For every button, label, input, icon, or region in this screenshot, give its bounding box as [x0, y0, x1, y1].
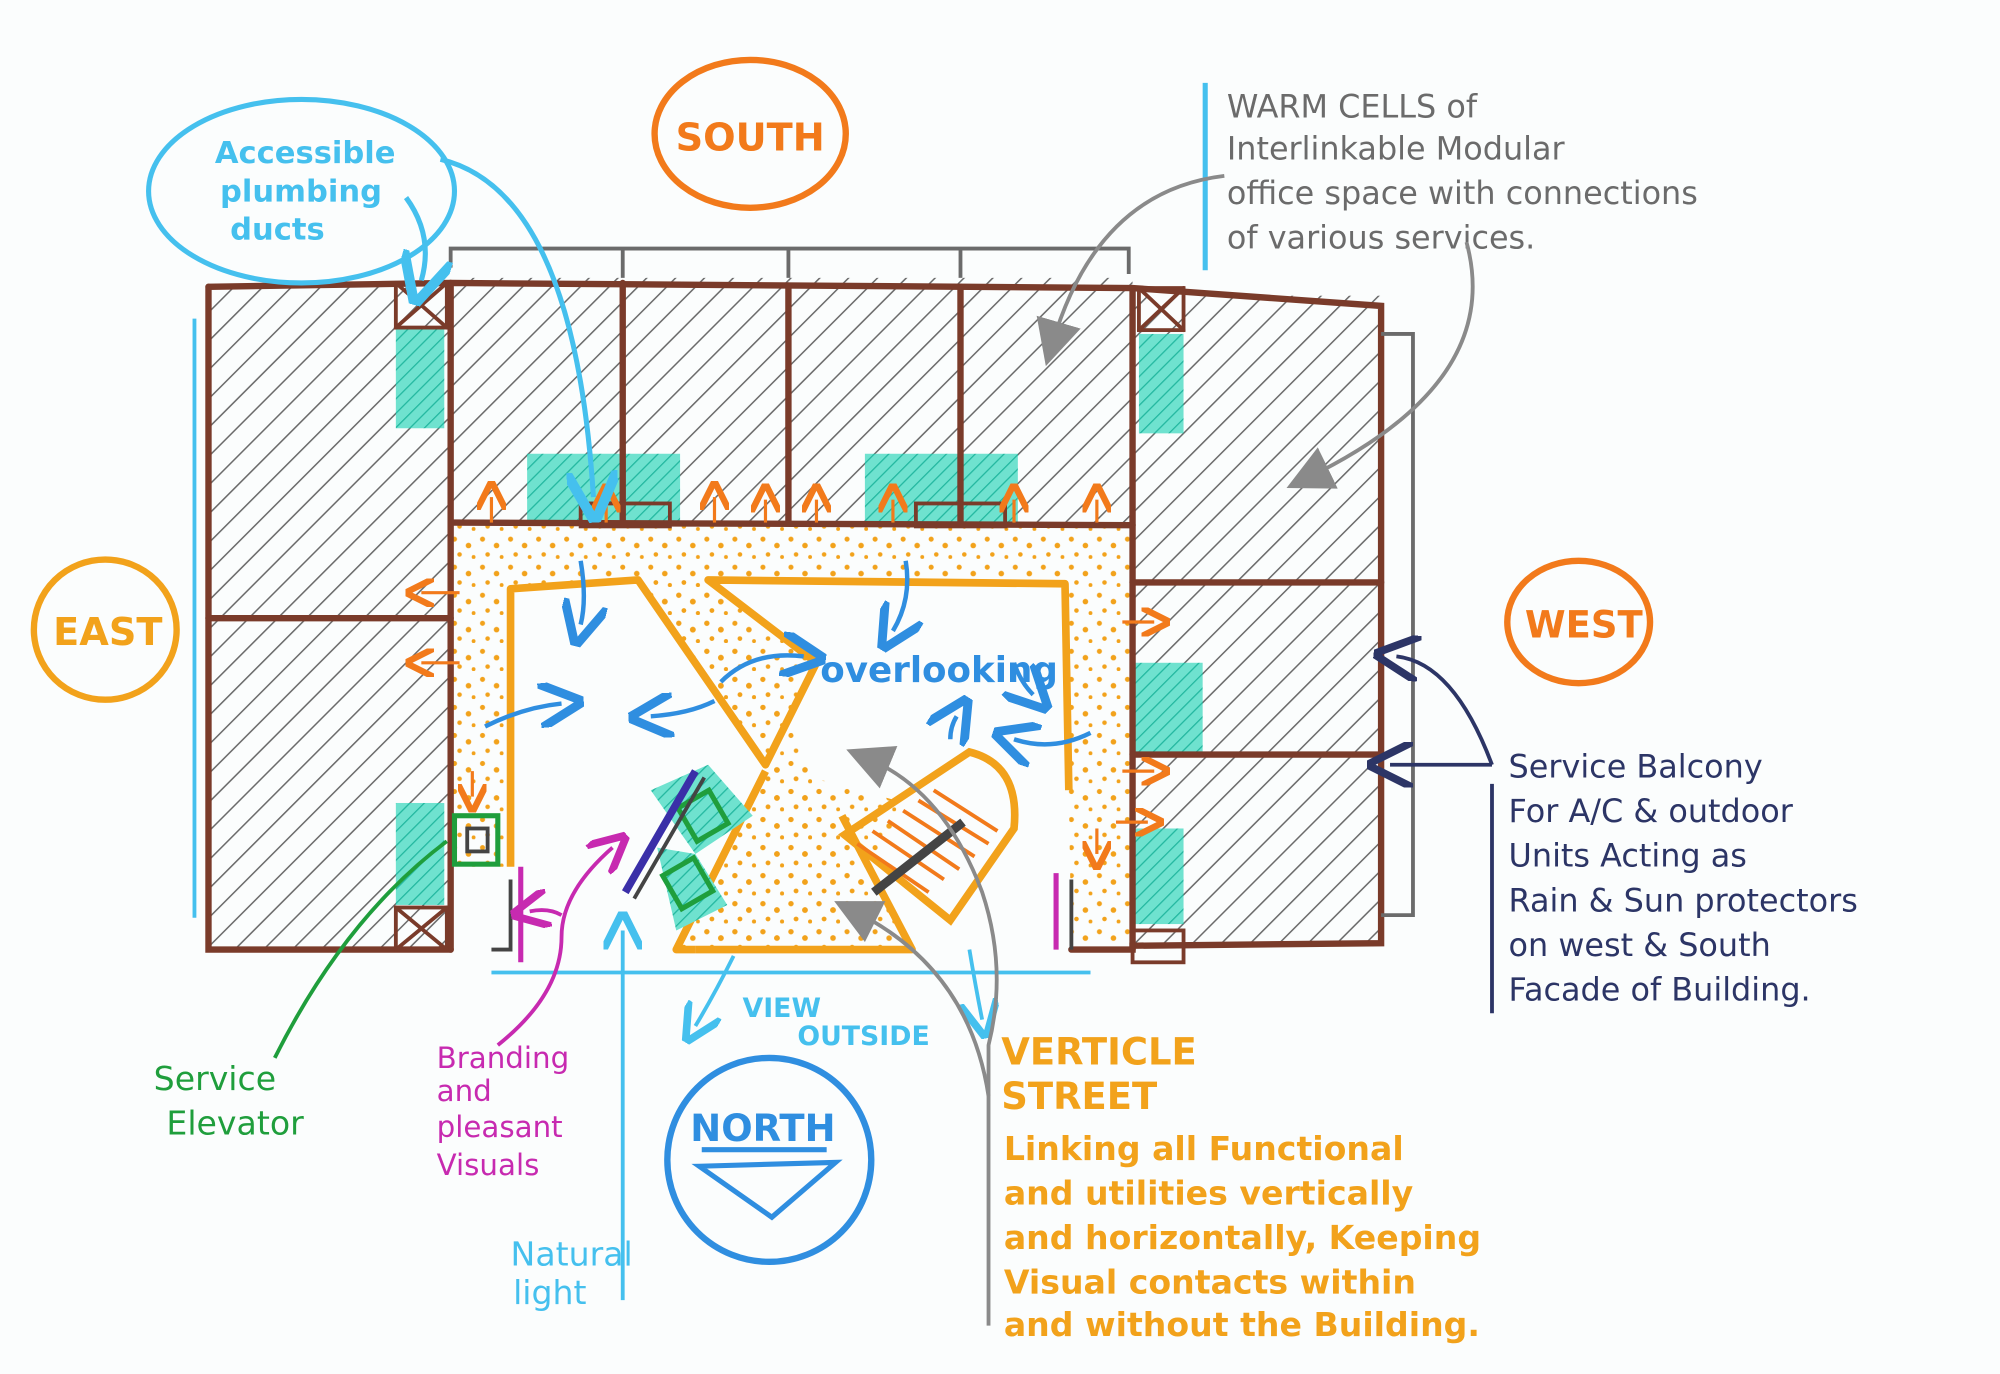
warm-cells-line-1: WARM CELLS of — [1227, 87, 1478, 125]
warm-cells-note: WARM CELLS of Interlinkable Modular offi… — [1036, 82, 1698, 489]
verticle-desc-line-3: and horizontally, Keeping — [1004, 1218, 1481, 1257]
service-elevator-line-1: Service — [154, 1059, 276, 1098]
service-balcony-note: Service Balcony For A/C & outdoor Units … — [1390, 656, 1858, 1014]
view-outside-note: VIEW OUTSIDE — [743, 993, 930, 1052]
compass-south: SOUTH — [651, 56, 849, 211]
service-balcony-line-6: Facade of Building. — [1509, 971, 1811, 1009]
lift-cores — [451, 764, 753, 931]
west-label: WEST — [1525, 603, 1644, 646]
plumbing-line-3: ducts — [230, 213, 325, 248]
service-balcony-line-4: Rain & Sun protectors — [1509, 881, 1858, 919]
service-balcony-line-3: Units Acting as — [1509, 837, 1747, 875]
branding-line-3: pleasant — [437, 1110, 563, 1144]
verticle-desc-line-4: Visual contacts within — [1004, 1263, 1416, 1302]
branding-line-4: Visuals — [437, 1148, 540, 1182]
service-elevator-line-2: Elevator — [166, 1103, 304, 1142]
verticle-street-line-2: STREET — [1001, 1075, 1158, 1118]
service-balcony-line-1: Service Balcony — [1509, 747, 1763, 785]
verticle-street-note: VERTICLE STREET Linking all Functional a… — [834, 746, 1481, 1344]
warm-cells-line-2: Interlinkable Modular — [1227, 129, 1566, 167]
plumbing-line-2: plumbing — [220, 174, 382, 209]
view-lines — [192, 318, 1091, 1301]
compass-west: WEST — [1504, 557, 1654, 687]
verticle-desc-line-5: and without the Building. — [1004, 1305, 1480, 1344]
overlooking-label: overlooking — [820, 650, 1058, 691]
branding-note: Branding and pleasant Visuals — [437, 848, 613, 1182]
view-outside-line-1: VIEW — [743, 993, 821, 1024]
overlooking-arrows — [484, 560, 1092, 745]
plumbing-note: Accessible plumbing ducts — [146, 96, 594, 497]
plumbing-line-1: Accessible — [215, 136, 396, 171]
branding-line-2: and — [437, 1074, 492, 1108]
verticle-desc-line-1: Linking all Functional — [1004, 1129, 1404, 1168]
natural-light-line-1: Natural — [511, 1235, 633, 1274]
service-balcony-line-5: on west & South — [1509, 926, 1771, 964]
verticle-desc-line-2: and utilities vertically — [1004, 1173, 1413, 1212]
view-outside-line-2: OUTSIDE — [797, 1021, 929, 1052]
north-label: NORTH — [690, 1107, 835, 1150]
compass-east: EAST — [30, 556, 180, 703]
branding-line-1: Branding — [437, 1041, 570, 1075]
east-label: EAST — [53, 611, 162, 655]
warm-cells-line-4: of various services. — [1227, 219, 1535, 257]
verticle-street-line-1: VERTICLE — [1001, 1030, 1197, 1073]
south-label: SOUTH — [676, 116, 825, 160]
natural-light-line-2: light — [513, 1273, 586, 1312]
service-elevator-note: Service Elevator — [154, 839, 448, 1142]
service-balcony-line-2: For A/C & outdoor — [1509, 792, 1794, 830]
natural-light-note: Natural light — [511, 1235, 633, 1312]
structural-walls — [205, 279, 1385, 965]
warm-cells-line-3: office space with connections — [1227, 174, 1698, 212]
compass-north: NORTH — [664, 1054, 875, 1266]
